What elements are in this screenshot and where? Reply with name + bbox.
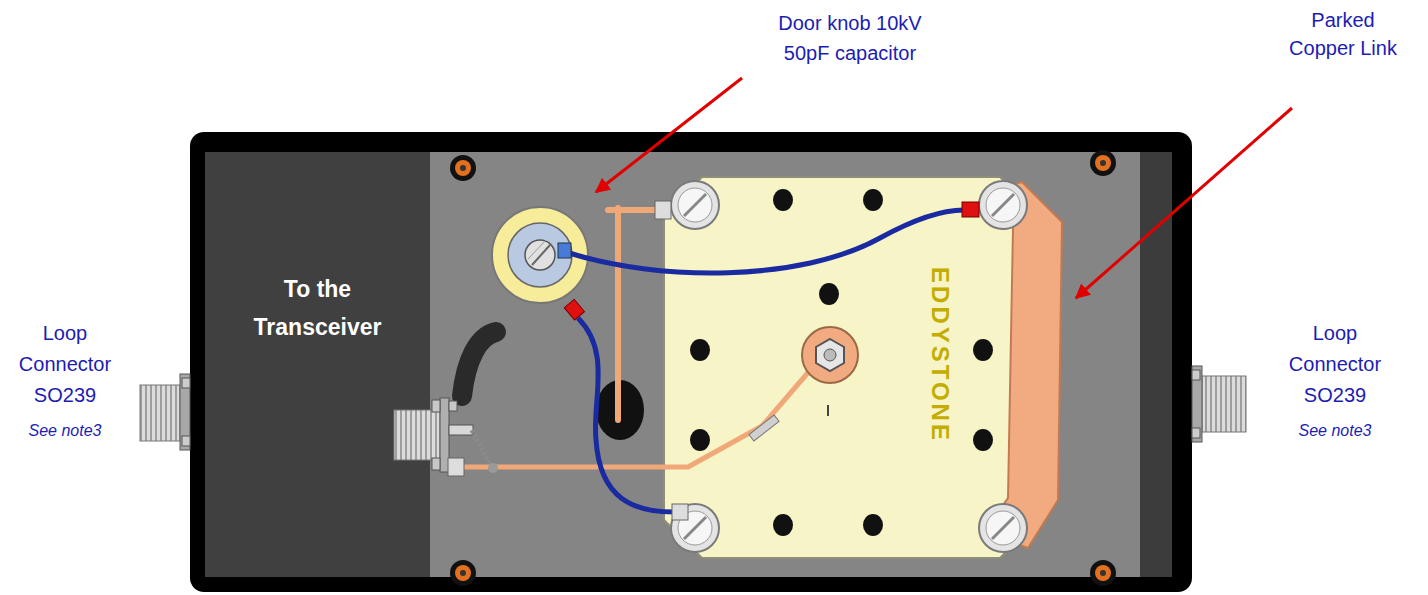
label-holder: Door knob 10kV 50pF capacitor [760,8,940,68]
copper-wire [608,208,662,420]
loop-connector [1192,366,1202,442]
solder-tag [449,425,473,435]
loop-connector [182,378,190,388]
dark-panel: To the Transceiver [205,152,430,577]
loop-connector [140,374,190,450]
connector-label: Loop Connector SO239 [1278,318,1392,411]
corner-fixing [1095,155,1111,171]
label-holder: Parked Copper Link [1288,6,1398,62]
loop-connector [182,436,190,446]
enclosure-end-strip [1140,152,1172,577]
solder-joint [488,463,498,473]
terminal-screw [986,188,1020,222]
wire-terminal [564,299,584,320]
plate-hole [690,429,710,451]
label-holder: Loop Connector SO239 [1278,318,1392,411]
rotor-shaft [824,349,836,361]
blue-wire [578,318,674,512]
terminal-screw [979,181,1027,229]
callout-label: Door knob 10kV 50pF capacitor [760,8,940,68]
loop-connector [1202,376,1246,432]
panel-heading: To the Transceiver [238,270,398,346]
corner-fixing [1100,160,1106,166]
plate-hole [773,189,793,211]
so239-socket [432,400,440,412]
copper-link [984,182,1062,548]
doorknob-capacitor [532,245,550,265]
cable-sleeve [462,332,496,396]
so239-socket [394,410,440,460]
plate-hole [773,514,793,536]
enclosure-box [190,132,1192,592]
doorknob-capacitor [508,223,572,287]
wire-terminal [448,458,464,476]
terminal-screw [678,188,712,222]
plate-hole [863,514,883,536]
loop-connector [180,374,190,450]
capacitor-plate-outline [664,177,1038,558]
note-reference: See note3 [1278,420,1392,442]
maker-name: EDDYSTONE [926,267,954,443]
label-holder: See note3 [1278,420,1392,442]
so239-socket [449,401,457,411]
terminal-screw [684,194,706,216]
loop-connector [1192,366,1246,442]
loop-connector [1192,370,1200,380]
loop-connector [140,385,180,441]
terminal-screw [979,504,1027,552]
terminal-screw [671,181,1027,552]
corner-fixing [450,150,1116,586]
corner-fixing [460,570,466,576]
corner-fixing [1090,150,1116,176]
corner-fixing [1095,565,1111,581]
terminal-screw [671,504,719,552]
terminal-screw [992,194,1014,216]
label-holder: Loop Connector SO239 [8,318,122,411]
terminal-screw [671,181,719,229]
plate-text-holder: EDDYSTONE [926,267,954,443]
doorknob-capacitor [525,240,555,270]
enclosure-floor [430,152,1140,577]
wire-terminal [672,504,688,520]
blue-wire [566,210,964,273]
callout-arrow [1076,108,1292,298]
rotor-lug [802,327,858,383]
plate-hole [819,283,839,305]
loop-connector [1192,428,1200,438]
note-reference: See note3 [8,420,122,442]
corner-fixing [455,160,471,176]
plate-hole [973,339,993,361]
corner-fixing [450,560,476,586]
corner-fixing [1100,570,1106,576]
doorknob-capacitor [528,240,546,259]
plate-hole [863,189,883,211]
plate-hole [973,429,993,451]
corner-fixing [460,165,466,171]
terminal-screw [986,511,1020,545]
label-holder: See note3 [8,420,122,442]
wire-terminal [655,201,671,219]
callout-label: Parked Copper Link [1288,6,1398,62]
rotor-nut [816,339,844,371]
so239-socket [432,458,440,470]
corner-fixing [455,565,471,581]
callout-arrow [596,78,742,192]
plate-hole [690,189,993,536]
wire-terminal [558,243,571,258]
corner-fixing [1090,560,1116,586]
copper-wire [456,368,812,467]
corner-fixing [450,155,476,181]
wire-terminal [962,202,979,217]
solder-sleeve [749,415,779,441]
terminal-screw [992,517,1014,539]
rotor-mark [827,405,829,416]
connector-label: Loop Connector SO239 [8,318,122,411]
plate-hole [690,339,710,361]
panel-text-holder: To the Transceiver [205,152,430,346]
braid-wire [472,430,492,468]
